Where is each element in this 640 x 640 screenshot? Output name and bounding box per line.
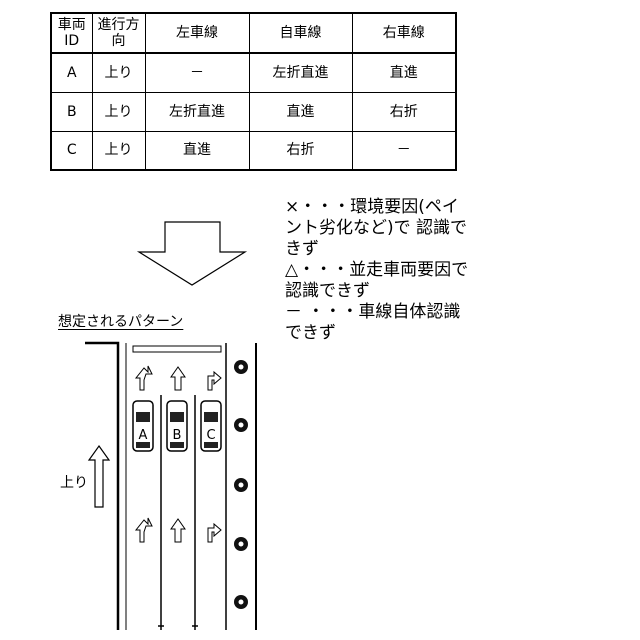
stop-bar — [133, 346, 221, 352]
direction-label: 上り — [60, 472, 88, 492]
left-straight-arrow-icon — [136, 518, 152, 542]
legend-item-parallel-vehicle: △・・・並走車両要因で 認識できず — [285, 260, 475, 302]
roadside-tree-icon — [234, 537, 248, 551]
legend-item-environment: ×・・・環境要因(ペイント劣化など)で 認識できず — [285, 197, 475, 260]
vehicle-c — [201, 401, 221, 451]
vehicle-c-label: C — [203, 429, 219, 443]
vehicle-b-label: B — [169, 429, 185, 443]
vehicle-a-label: A — [135, 429, 151, 443]
left-straight-arrow-icon — [136, 366, 152, 390]
roadside-tree-icon — [234, 478, 248, 492]
legend-item-lane-missing: － ・・・車線自体認識できず — [285, 302, 475, 344]
pattern-title: 想定されるパターン — [58, 311, 183, 331]
right-turn-arrow-icon — [208, 524, 221, 542]
vehicle-a — [133, 401, 153, 451]
up-arrow-icon — [89, 446, 109, 507]
right-turn-arrow-icon — [208, 372, 221, 390]
straight-arrow-icon — [171, 367, 185, 390]
roadside-tree-icon — [234, 595, 248, 609]
roadside-tree-icon — [234, 360, 248, 374]
down-arrow-icon — [139, 222, 245, 285]
recognition-legend: ×・・・環境要因(ペイント劣化など)で 認識できず △・・・並走車両要因で 認識… — [285, 197, 475, 344]
straight-arrow-icon — [171, 519, 185, 542]
roadside-tree-icon — [234, 418, 248, 432]
vehicle-b — [167, 401, 187, 451]
